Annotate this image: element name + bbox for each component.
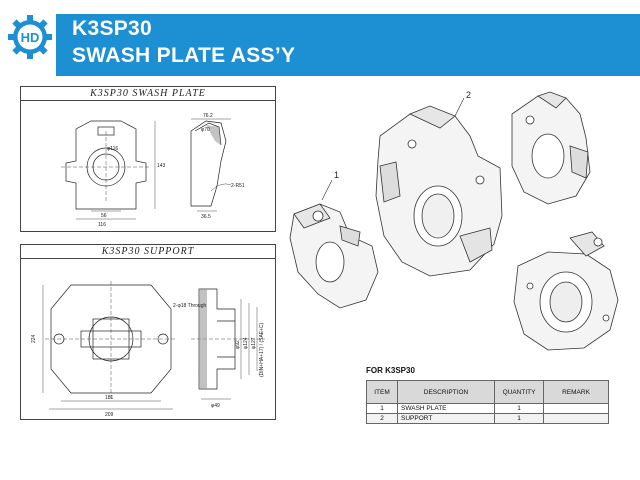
dim-support-bottom1: 181 [105,395,114,401]
exploded-parts-view: 1 2 [289,90,619,351]
page-title-model: K3SP30 [72,17,153,40]
bom-remark [543,403,609,414]
bom-table: ITEM DESCRIPTION QUANTITY REMARK 1 SWASH… [366,380,609,424]
housing-part-bottom-right-illustration [513,231,619,351]
bom-description: SWASH PLATE [397,403,495,414]
bom-item: 2 [366,413,398,424]
support-part-top-right-illustration [511,91,591,205]
dim-support-height: 224 [31,334,37,343]
title-banner [56,14,640,76]
bom-item: 1 [366,403,398,414]
dim-support-right3: φ127 [251,337,257,349]
dim-support-right2: φ124 [243,337,249,349]
table-row: 1 SWASH PLATE 1 [366,403,609,414]
dim-top: φ70 [201,127,210,133]
callout-2: 2 [466,90,471,100]
support-drawing-panel: K3SP30 SUPPORT 224 [20,244,276,420]
swash-plate-drawing-title: K3SP30 SWASH PLATE [21,87,275,101]
swash-plate-part-illustration [289,203,379,309]
bom-quantity: 1 [494,413,544,424]
header: HD K3SP30 SWASH PLATE ASS’Y [0,0,640,84]
dim-base: 36.5 [201,214,211,220]
svg-text:HD: HD [21,30,40,45]
bom-header-item: ITEM [366,380,398,404]
swash-plate-drawing-panel: K3SP30 SWASH PLATE φ116 56 116 143 76.2 … [20,86,276,232]
bom-label: FOR K3SP30 [366,366,415,375]
dim-radius: 2-R51 [231,183,245,189]
table-row: 2 SUPPORT 1 [366,413,609,424]
dim-support-holes: 2-φ18 Through [173,303,206,309]
bom-header-description: DESCRIPTION [397,380,495,404]
hd-gear-logo-icon: HD [8,15,52,59]
bom-quantity: 1 [494,403,544,414]
bom-description: SUPPORT [397,413,495,424]
dim-support-right4: (DIN+HA+17) / (SAE+C) [259,322,265,377]
dim-support-right1: φ92 [235,340,241,349]
bom-header-remark: REMARK [543,380,609,404]
swash-plate-drawing: φ116 56 116 143 76.2 φ70 2-R51 36.5 [61,113,245,228]
dim-support-bottom2: 209 [105,412,114,418]
bom-remark [543,413,609,424]
bom-header-quantity: QUANTITY [494,380,544,404]
dim-height: 143 [157,163,166,169]
dim-side: 76.2 [203,113,213,119]
page-title-assembly: SWASH PLATE ASS’Y [72,44,296,67]
support-drawing-title: K3SP30 SUPPORT [21,245,275,259]
dim-hole: φ116 [107,146,118,152]
dim-bottom: 56 [101,213,107,219]
dim-support-base: φ49 [211,403,220,409]
support-drawing: 224 181 209 2-φ18 Through φ92 φ124 φ127 … [31,281,265,418]
callout-1: 1 [334,170,339,180]
dim-width: 116 [98,222,106,228]
support-part-illustration [375,105,503,277]
